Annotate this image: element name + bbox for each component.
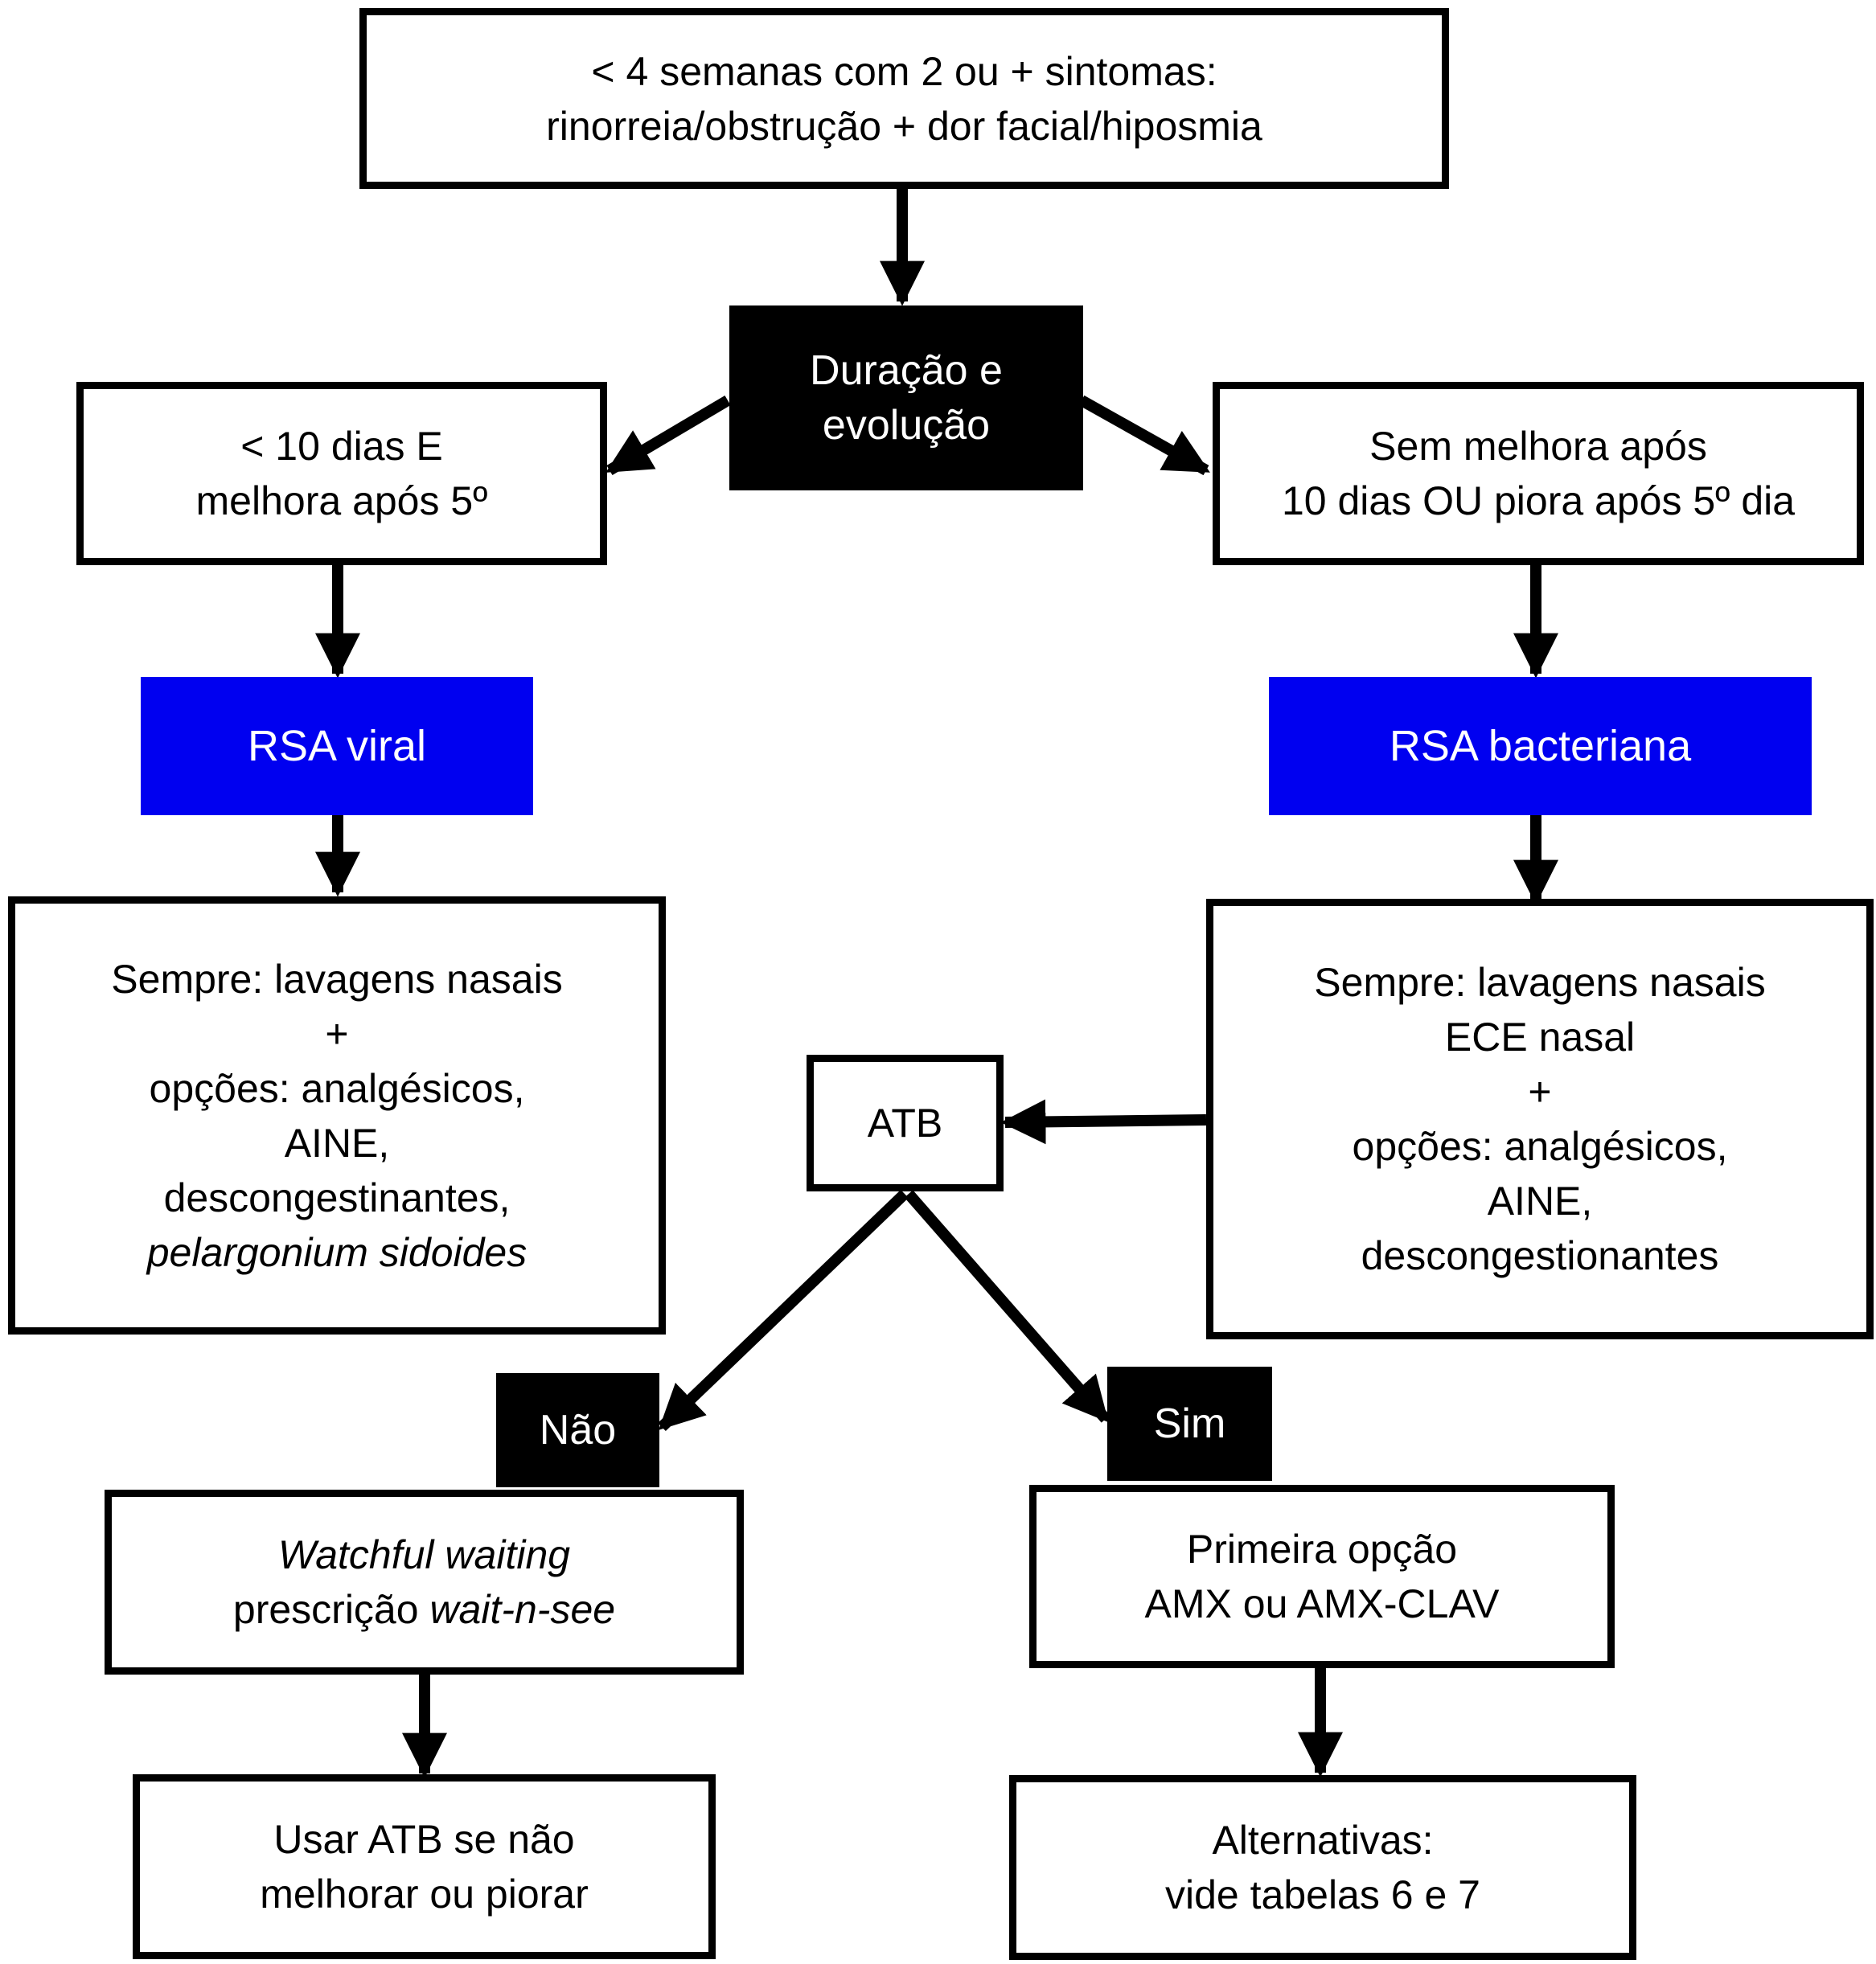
rsa-bacterial-label: RSA bacteriana bbox=[1389, 722, 1692, 770]
left-condition-line-1: < 10 dias E bbox=[240, 424, 443, 469]
watchful-line-2: prescrição wait-n-see bbox=[233, 1582, 615, 1637]
left-condition-box: < 10 dias E melhora após 5º bbox=[76, 382, 607, 565]
use-atb-line-2: melhorar ou piorar bbox=[260, 1872, 589, 1917]
yes-label: Sim bbox=[1153, 1400, 1226, 1447]
viral-treatment-line-5: descongestinantes, bbox=[163, 1175, 511, 1220]
alternatives-box: Alternativas: vide tabelas 6 e 7 bbox=[1009, 1775, 1636, 1960]
rsa-viral-box: RSA viral bbox=[141, 677, 533, 815]
start-line-1: < 4 semanas com 2 ou + sintomas: bbox=[591, 48, 1217, 94]
arrow-decision-to-right bbox=[1078, 395, 1210, 476]
bacterial-treatment-line-5: AINE, bbox=[1487, 1179, 1593, 1224]
decision-line-1: Duração e bbox=[810, 347, 1003, 394]
no-label: Não bbox=[539, 1407, 617, 1454]
watchful-line-2-prefix: prescrição bbox=[232, 1587, 430, 1632]
use-atb-box: Usar ATB se não melhorar ou piorar bbox=[133, 1774, 716, 1959]
first-option-line-1: Primeira opção bbox=[1186, 1527, 1458, 1572]
viral-treatment-box: Sempre: lavagens nasais + opções: analgé… bbox=[8, 896, 666, 1335]
right-condition-box: Sem melhora após 10 dias OU piora após 5… bbox=[1213, 382, 1864, 565]
arrow-decision-to-left bbox=[605, 395, 731, 476]
first-option-box: Primeira opção AMX ou AMX-CLAV bbox=[1029, 1485, 1615, 1668]
bacterial-treatment-box: Sempre: lavagens nasais ECE nasal + opçõ… bbox=[1206, 899, 1874, 1339]
bacterial-treatment-line-4: opções: analgésicos, bbox=[1352, 1124, 1728, 1169]
start-line-2: rinorreia/obstrução + dor facial/hiposmi… bbox=[546, 103, 1262, 149]
atb-label: ATB bbox=[867, 1101, 943, 1146]
start-symptoms-box: < 4 semanas com 2 ou + sintomas: rinorre… bbox=[359, 8, 1449, 189]
no-label-box: Não bbox=[496, 1373, 659, 1487]
viral-treatment-line-4: AINE, bbox=[284, 1120, 390, 1166]
viral-treatment-line-1: Sempre: lavagens nasais bbox=[111, 956, 563, 1002]
rsa-bacterial-box: RSA bacteriana bbox=[1269, 677, 1812, 815]
use-atb-line-1: Usar ATB se não bbox=[273, 1817, 575, 1862]
bacterial-treatment-line-1: Sempre: lavagens nasais bbox=[1314, 960, 1766, 1005]
atb-box: ATB bbox=[807, 1055, 1004, 1191]
left-condition-line-2: melhora após 5º bbox=[195, 478, 488, 523]
bacterial-treatment-line-2: ECE nasal bbox=[1444, 1015, 1636, 1060]
right-condition-line-1: Sem melhora após bbox=[1369, 424, 1707, 469]
alternatives-line-1: Alternativas: bbox=[1212, 1818, 1434, 1863]
arrow-atb-to-no bbox=[658, 1189, 909, 1432]
rsa-viral-label: RSA viral bbox=[247, 722, 427, 770]
decision-line-2: evolução bbox=[822, 402, 991, 449]
right-condition-line-2: 10 dias OU piora após 5º dia bbox=[1281, 478, 1796, 523]
yes-label-box: Sim bbox=[1107, 1367, 1272, 1481]
alternatives-line-2: vide tabelas 6 e 7 bbox=[1165, 1872, 1480, 1917]
viral-treatment-line-2: + bbox=[325, 1011, 349, 1056]
arrow-treatment-to-atb bbox=[1000, 1099, 1207, 1145]
viral-treatment-line-6: pelargonium sidoides bbox=[146, 1229, 527, 1275]
bacterial-treatment-line-3: + bbox=[1528, 1069, 1552, 1114]
bacterial-treatment-line-6: descongestionantes bbox=[1361, 1233, 1719, 1278]
viral-treatment-line-3: opções: analgésicos, bbox=[149, 1065, 525, 1111]
watchful-line-2-italic: wait-n-see bbox=[429, 1587, 616, 1632]
arrow-atb-to-yes bbox=[904, 1190, 1110, 1423]
watchful-waiting-box: Watchful waiting prescrição wait-n-see bbox=[105, 1490, 744, 1675]
watchful-line-1: Watchful waiting bbox=[277, 1532, 571, 1577]
first-option-line-2: AMX ou AMX-CLAV bbox=[1144, 1581, 1500, 1626]
decision-duration-box: Duração e evolução bbox=[729, 305, 1083, 490]
